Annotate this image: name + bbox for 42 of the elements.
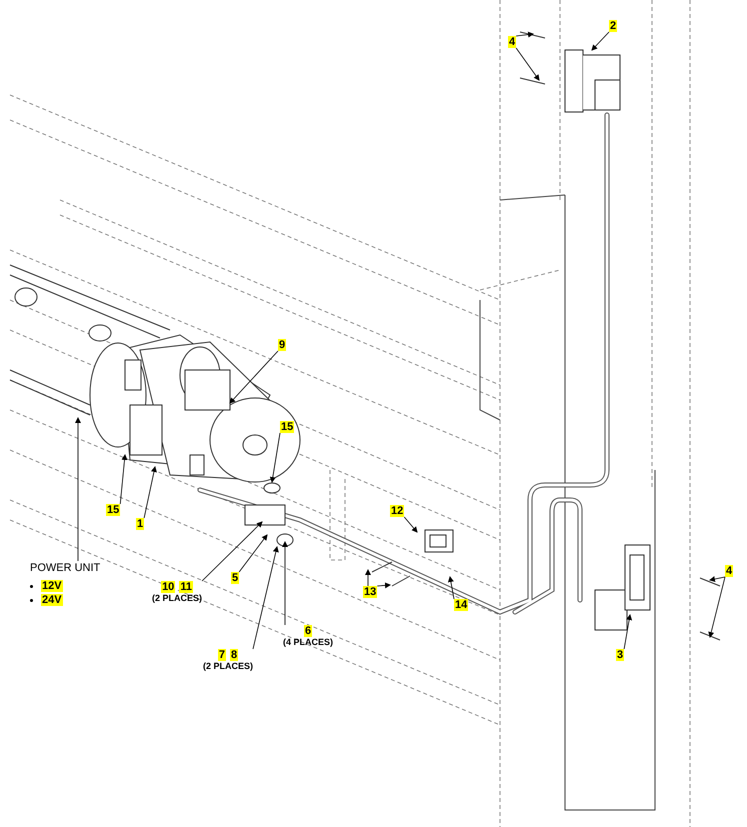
callout-number: 4 [725,565,734,577]
callout-number: 11 [179,581,193,593]
leader-line [708,576,726,638]
callout-number: 15 [106,504,120,516]
leader-line [709,576,726,582]
callout-number: 14 [454,599,468,611]
callout-number: 15 [280,421,294,433]
callout-number: 8 [230,649,238,661]
leader-line [404,516,418,533]
leader-line [202,521,263,582]
callout-number: 2 [609,20,618,32]
part-name: POWER UNIT [30,561,100,575]
leader-line [516,48,540,81]
leader-line [591,32,610,51]
callout-number: 7 [218,649,226,661]
leader-line [624,614,632,650]
callout-number: 6 [304,625,312,637]
callout-number: 10 [161,581,176,593]
callout-number: 4 [508,36,516,48]
quantity-note: (2 PLACES) [152,593,202,604]
leader-line [270,432,280,483]
leader-line [448,576,454,600]
callout-number: 5 [231,572,240,584]
leader-line [376,582,391,588]
callout-number: 3 [616,649,624,661]
leader-line [282,541,288,626]
leader-line [516,32,534,38]
quantity-note: (2 PLACES) [203,661,254,672]
voltage-option: 12V [41,580,63,592]
leader-line [252,546,279,650]
callout-number: 12 [390,505,404,517]
leader-line [238,534,268,572]
leader-line [144,466,157,518]
leader-line [120,454,128,504]
voltage-option: 24V [41,594,63,606]
quantity-note: (4 PLACES) [283,637,334,648]
callout-number: 9 [278,339,286,351]
leader-line [229,350,278,404]
leader-line [75,417,81,562]
leader-line [365,569,371,586]
callout-number: 1 [136,518,144,530]
callout-number: 13 [363,586,378,598]
